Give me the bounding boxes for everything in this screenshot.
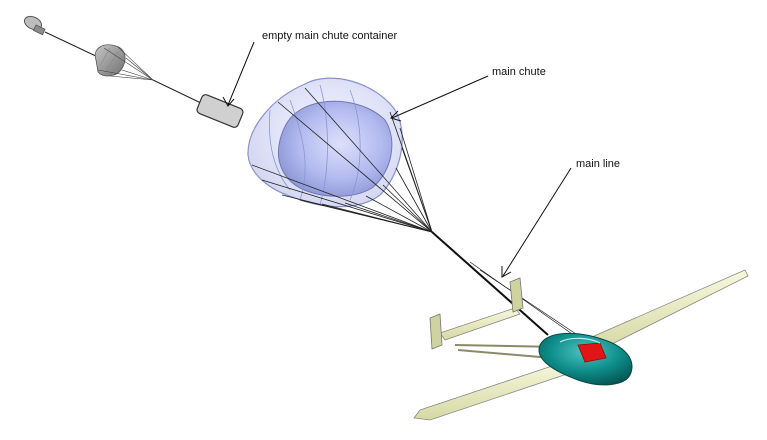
pilot-slug xyxy=(23,15,46,36)
uav-aircraft xyxy=(413,269,749,421)
label-empty-main-chute-container: empty main chute container xyxy=(262,30,398,42)
callout-arrows xyxy=(222,41,572,278)
right-wing xyxy=(584,269,749,351)
parachute-bay-red xyxy=(577,342,607,363)
bridle-line xyxy=(44,31,101,59)
drogue-chute xyxy=(94,44,154,81)
label-main-line: main line xyxy=(576,158,621,170)
suspension-lines xyxy=(251,87,433,233)
right-tail-fin xyxy=(509,277,524,313)
label-main-chute: main chute xyxy=(492,66,546,78)
drogue-line xyxy=(152,79,204,105)
left-wing xyxy=(413,359,587,421)
left-tail-fin xyxy=(429,313,443,350)
empty-main-chute-container xyxy=(196,94,244,128)
